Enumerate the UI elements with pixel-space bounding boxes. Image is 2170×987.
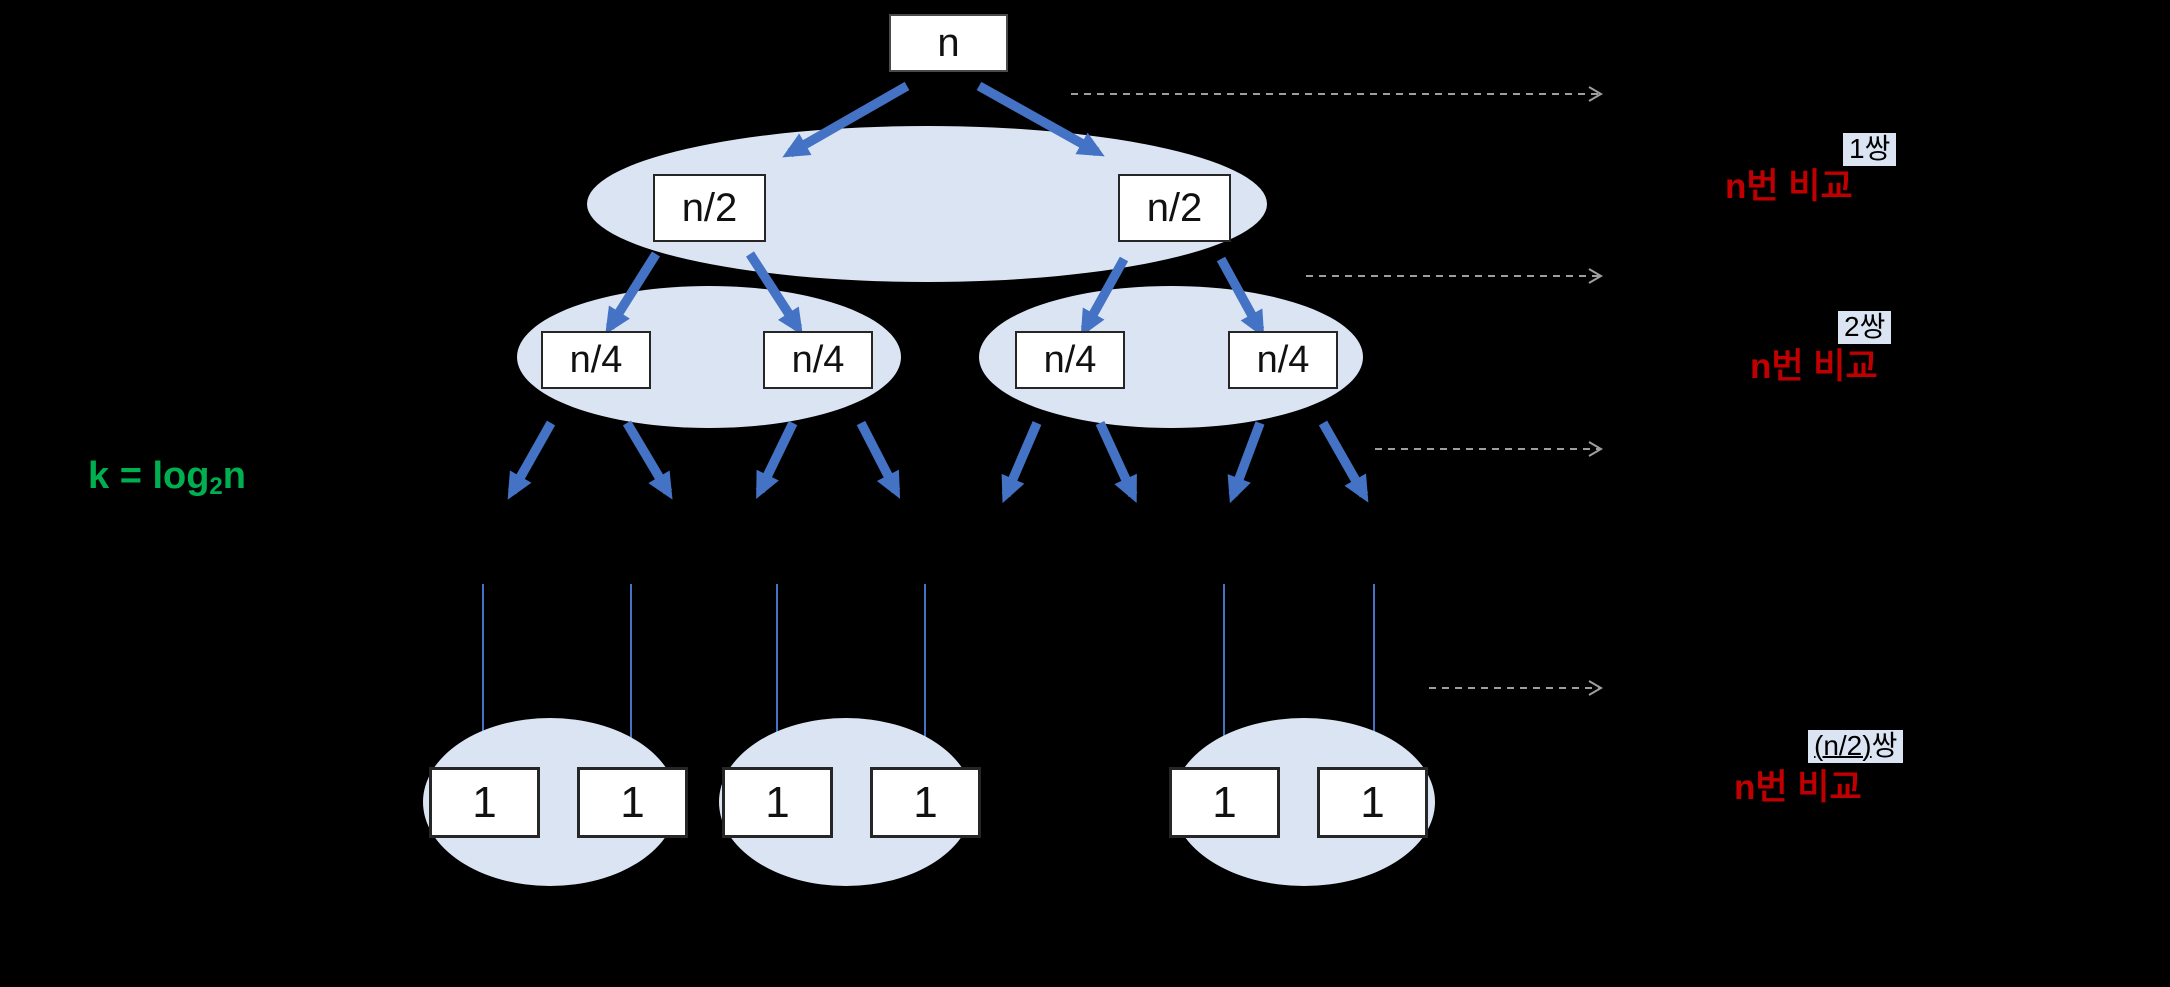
tree-node-leaf: 1 [722, 767, 833, 838]
split-arrow [782, 81, 910, 158]
depth-formula-suffix: n [222, 455, 246, 497]
tree-node-n4: n/4 [1228, 331, 1338, 389]
pair-count-leaves-suffix: 쌍 [1871, 730, 1898, 761]
comparison-label-level1: n번 비교 [1725, 167, 1853, 206]
split-arrow [1318, 420, 1369, 503]
tree-node-n4: n/4 [763, 331, 873, 389]
tree-node-n2-left: n/2 [653, 174, 766, 242]
split-arrow [507, 420, 556, 500]
tree-node-n4: n/4 [1015, 331, 1125, 389]
depth-formula-subscript: 2 [209, 473, 223, 500]
split-arrow [1001, 421, 1042, 504]
split-arrow [622, 420, 673, 500]
tree-node-leaf: 1 [429, 767, 540, 838]
split-arrow [755, 420, 798, 499]
pair-count-leaves-fraction: (n/2) [1814, 730, 1872, 761]
split-arrow [976, 81, 1105, 157]
tree-node-leaf: 1 [1169, 767, 1280, 838]
tree-node-n2-right: n/2 [1118, 174, 1231, 242]
tree-node-root: n [889, 14, 1008, 72]
pair-count-badge-level1: 1쌍 [1843, 133, 1897, 166]
level1-ellipse [587, 126, 1267, 282]
pair-count-badge-leaves: (n/2)쌍 [1808, 730, 1904, 763]
split-arrow [1080, 256, 1129, 337]
pair-count-badge-level2: 2쌍 [1838, 311, 1892, 344]
leaf-ellipse-1 [423, 718, 677, 886]
split-arrow [1227, 421, 1265, 504]
split-arrow [1095, 421, 1138, 504]
depth-formula: k = log2n [88, 455, 246, 501]
tree-node-n4: n/4 [541, 331, 651, 389]
tree-node-leaf: 1 [1317, 767, 1428, 838]
split-arrow [605, 251, 661, 335]
comparison-label-leaves: n번 비교 [1734, 768, 1862, 807]
tree-node-leaf: 1 [577, 767, 688, 838]
leaf-ellipse-2 [719, 718, 973, 886]
level2-ellipse-right [979, 286, 1363, 428]
split-arrow [856, 420, 901, 499]
tree-node-leaf: 1 [870, 767, 981, 838]
depth-formula-prefix: k = log [88, 455, 210, 497]
comparison-label-level2: n번 비교 [1750, 347, 1878, 386]
leaf-ellipse-3 [1173, 718, 1435, 886]
split-arrow [746, 251, 803, 336]
split-arrow [1216, 256, 1265, 338]
